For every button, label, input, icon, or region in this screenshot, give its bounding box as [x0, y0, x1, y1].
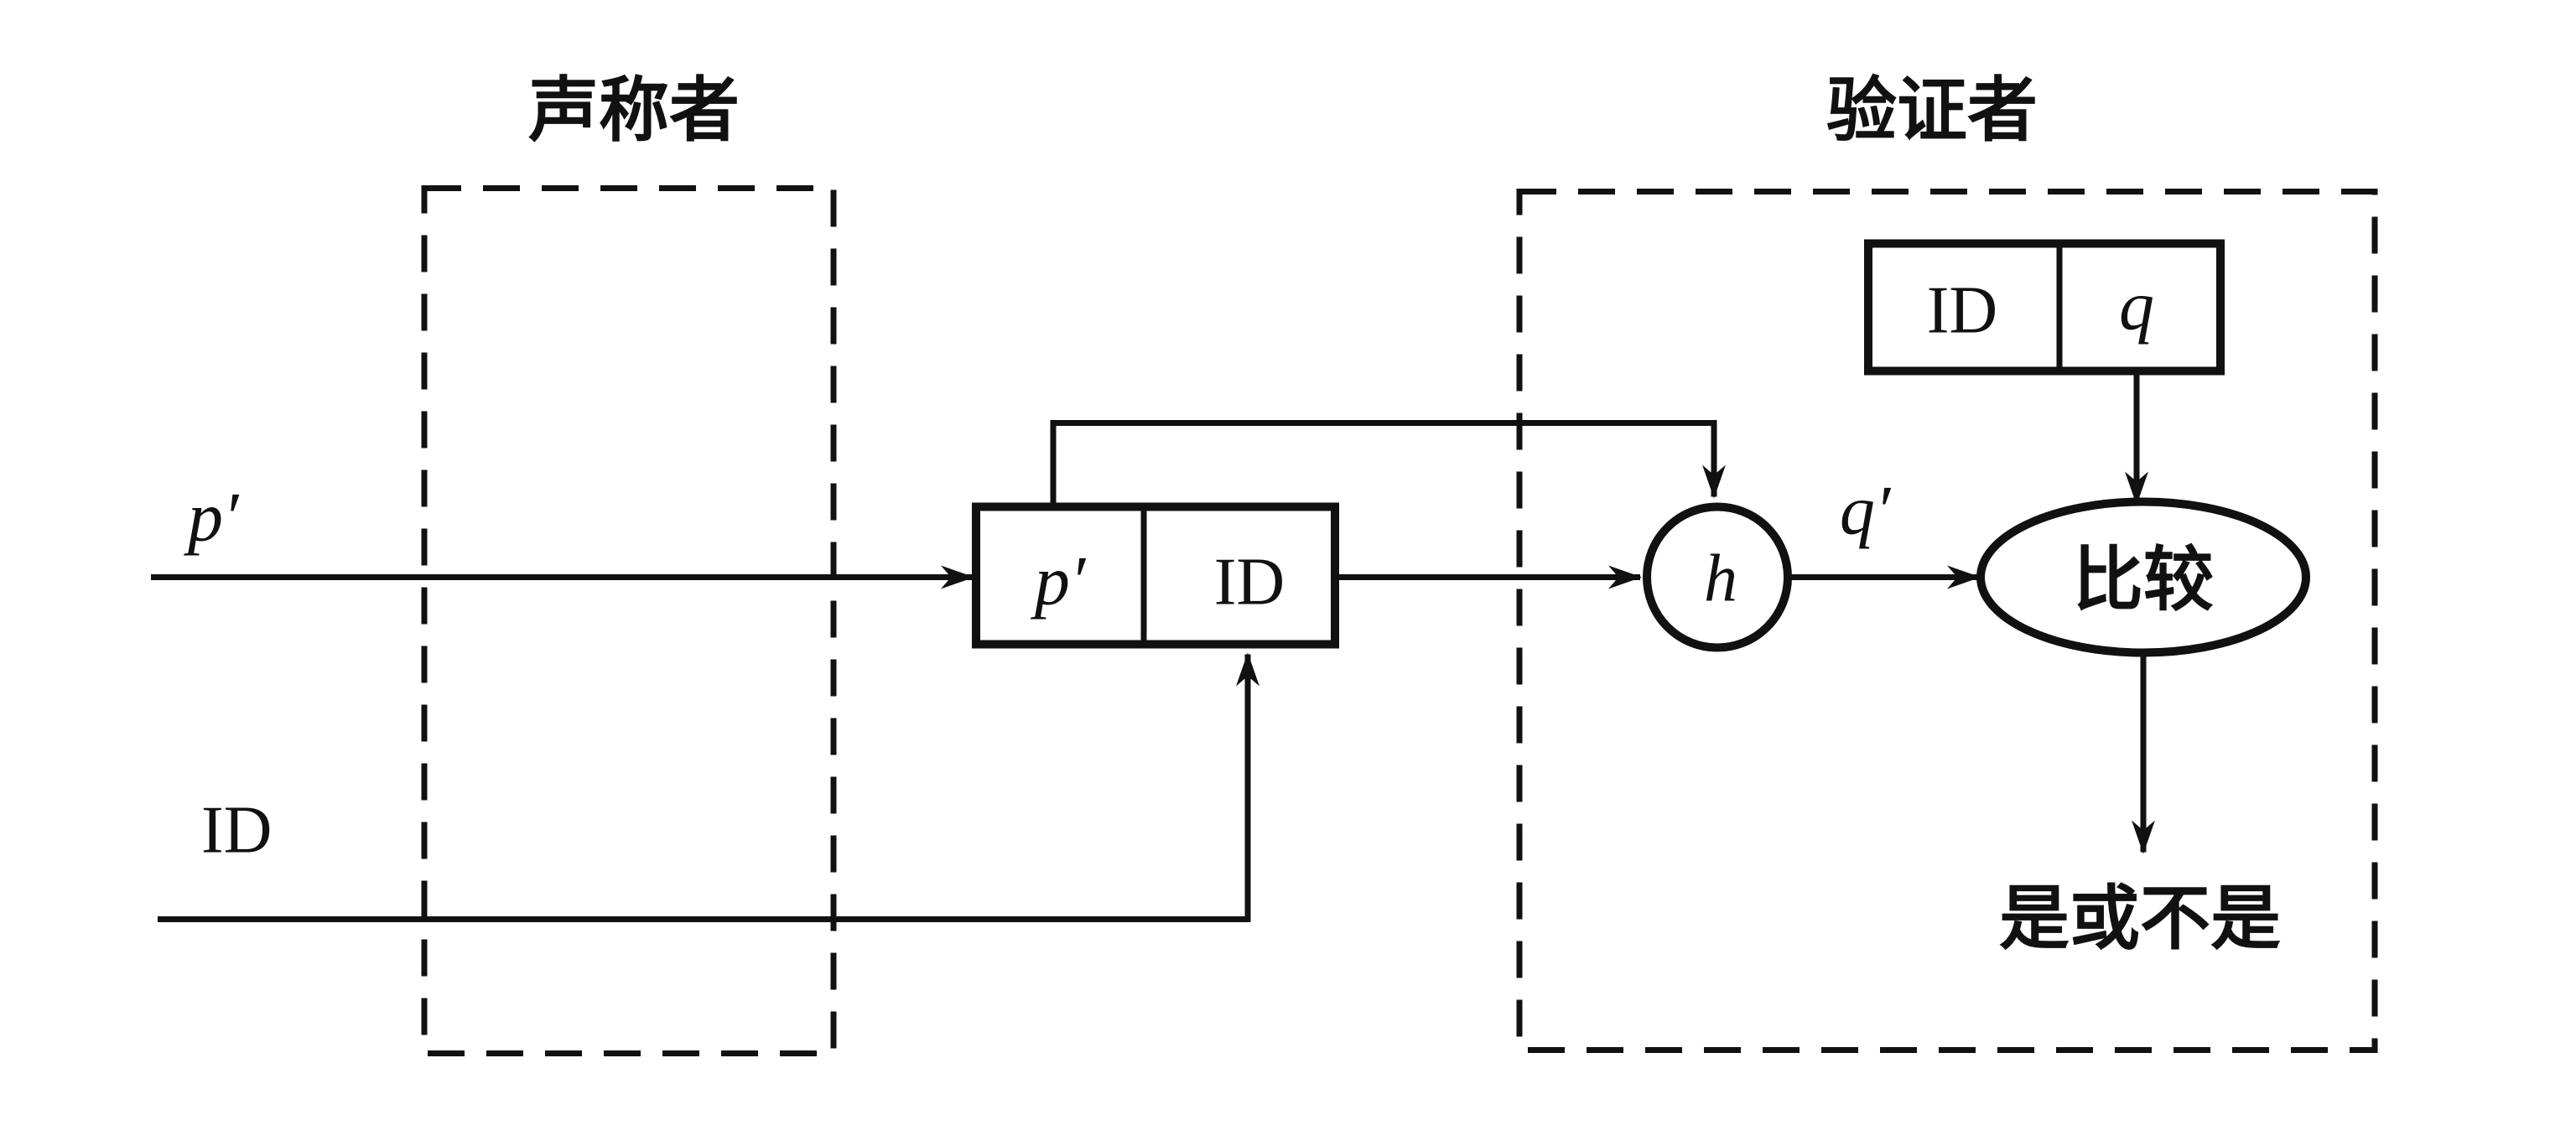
id-input-arrow — [158, 652, 1259, 922]
result-label: 是或不是 — [1999, 878, 2281, 960]
claimant-title: 声称者 — [528, 70, 740, 152]
password-input-label: p′ — [184, 479, 240, 557]
claimant-boundary — [421, 185, 837, 1056]
hash-function-node: h — [1643, 502, 1792, 652]
password-to-hash-arrow — [1050, 420, 1726, 507]
hash-function-label: h — [1704, 542, 1737, 616]
verifier-title: 验证者 — [1826, 70, 2038, 152]
compare-label: 比较 — [2073, 539, 2214, 621]
compare-node: 比较 — [1976, 497, 2310, 657]
message-box: p′ ID — [972, 502, 1339, 649]
hash-output-label: q′ — [1840, 472, 1892, 550]
stored-record-frame — [1864, 239, 2225, 376]
stored-record-box: ID q — [1864, 239, 2225, 376]
message-id-field: ID — [1214, 546, 1285, 620]
stored-record-value: q — [2119, 267, 2154, 345]
id-input-label: ID — [201, 794, 272, 868]
verifier-boundary — [1516, 189, 2378, 1053]
stored-record-id: ID — [1927, 274, 1997, 348]
message-password-field: p′ — [1031, 542, 1087, 620]
